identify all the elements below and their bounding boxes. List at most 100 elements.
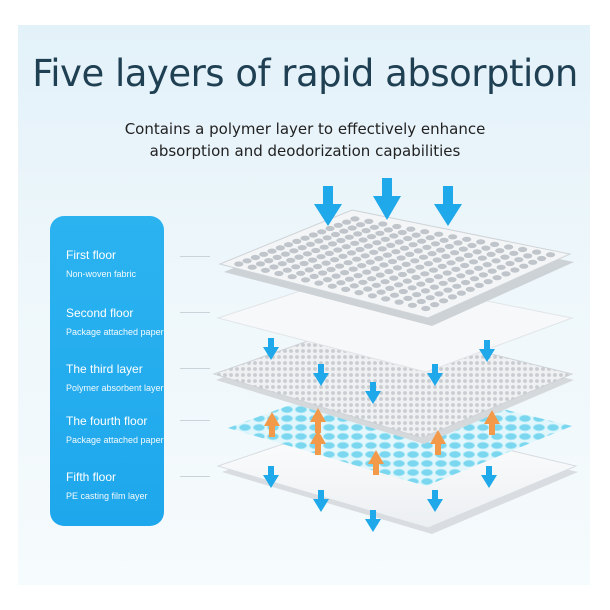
perforation-hole (386, 242, 396, 248)
perforation-hole (369, 249, 379, 255)
perforation-hole (478, 272, 488, 278)
perforation-hole (392, 223, 402, 230)
perforation-hole (399, 245, 410, 251)
perforation-hole (342, 219, 352, 225)
perforation-hole (490, 241, 500, 247)
perforation-hole (380, 279, 390, 285)
perforation-hole (375, 230, 385, 236)
perforation-hole (461, 279, 471, 286)
perforation-hole (327, 241, 338, 247)
perforation-hole (403, 235, 413, 242)
perforation-hole (358, 237, 368, 243)
perforation-hole (317, 229, 327, 235)
perforation-hole (341, 244, 351, 250)
perforation-hole (353, 273, 363, 279)
perforation-hole (443, 287, 453, 293)
perforation-hole (407, 302, 417, 308)
perforation-hole (518, 246, 528, 253)
perforation-hole (346, 250, 357, 256)
perforation-hole (349, 283, 359, 289)
perforation-hole (476, 239, 486, 245)
perforation-hole (465, 286, 475, 292)
perforation-hole (448, 234, 458, 240)
legend-item-fifth: Fifth floor PE casting film layer (66, 470, 166, 501)
perforation-hole (451, 266, 461, 272)
perforation-hole (439, 298, 449, 304)
perforation-hole (274, 270, 284, 277)
perforation-hole (430, 302, 440, 308)
perforation-hole (394, 299, 404, 305)
perforation-hole (362, 269, 372, 275)
perforation-hole (308, 257, 318, 263)
perforation-hole (316, 254, 326, 260)
perforation-hole (347, 225, 357, 231)
perforation-hole (325, 225, 335, 232)
perforation-hole (353, 231, 363, 237)
perforation-hole (340, 270, 350, 276)
perforation-hole (514, 257, 524, 263)
perforation-hole (504, 244, 514, 250)
perforation-hole (447, 294, 458, 300)
perforation-hole (250, 254, 260, 261)
perforation-hole (380, 236, 390, 242)
perforation-hole (382, 252, 392, 258)
leader-line (180, 312, 210, 313)
perforation-hole (338, 253, 348, 259)
perforation-hole (389, 233, 399, 239)
perforation-hole (413, 248, 423, 254)
perforation-hole (344, 234, 354, 240)
legend-item-desc: Polymer absorbent layer (66, 383, 164, 393)
perforation-hole (297, 245, 307, 251)
perforation-hole (463, 252, 473, 258)
up-arrow-icon (430, 430, 446, 455)
legend-item-name: Fifth floor (66, 470, 117, 484)
perforation-hole (467, 242, 477, 249)
perforation-hole (352, 256, 362, 262)
leader-line (180, 420, 210, 421)
perforation-hole (369, 224, 379, 230)
page-title: Five layers of rapid absorption (32, 52, 578, 95)
perforation-hole (383, 227, 393, 233)
perforation-hole (294, 254, 304, 260)
perforation-hole (421, 305, 431, 312)
perforation-hole (333, 222, 343, 228)
perforation-hole (286, 257, 296, 263)
perforation-hole (311, 247, 321, 254)
perforation-hole (425, 277, 435, 283)
perforation-hole (378, 221, 388, 227)
perforation-hole (405, 251, 415, 257)
layer-legend: First floor Non-woven fabric Second floo… (50, 216, 164, 526)
perforation-hole (350, 216, 360, 222)
perforation-hole (427, 251, 437, 257)
perforation-hole (430, 241, 441, 247)
perforation-hole (422, 244, 432, 250)
legend-item-second: Second floor Package attached paper (66, 306, 166, 337)
down-arrow-icon (427, 490, 443, 512)
perforation-hole (389, 292, 400, 298)
page-subtitle: Contains a polymer layer to effectively … (124, 120, 486, 160)
perforation-hole (436, 247, 446, 253)
perforation-hole (439, 237, 449, 243)
perforation-hole (365, 259, 375, 265)
perforation-hole (267, 248, 277, 254)
perforation-hole (384, 268, 394, 275)
perforation-hole (292, 238, 302, 244)
down-arrow-icon (314, 186, 342, 226)
perforation-hole (434, 291, 444, 297)
perforation-hole (385, 285, 395, 291)
perforation-hole (247, 264, 257, 270)
down-arrow-icon (481, 466, 497, 488)
perforation-hole (510, 267, 520, 273)
perforation-hole (406, 226, 416, 232)
perforation-hole (348, 266, 358, 272)
perforation-hole (486, 251, 496, 257)
perforation-hole (394, 239, 404, 245)
perforation-hole (453, 240, 463, 246)
perforation-hole (234, 261, 244, 267)
perforation-hole (376, 289, 386, 295)
perforation-hole (420, 271, 430, 277)
perforation-hole (318, 270, 328, 276)
perforation-hole (500, 254, 510, 260)
perforation-hole (355, 246, 365, 253)
perforation-hole (296, 270, 306, 276)
